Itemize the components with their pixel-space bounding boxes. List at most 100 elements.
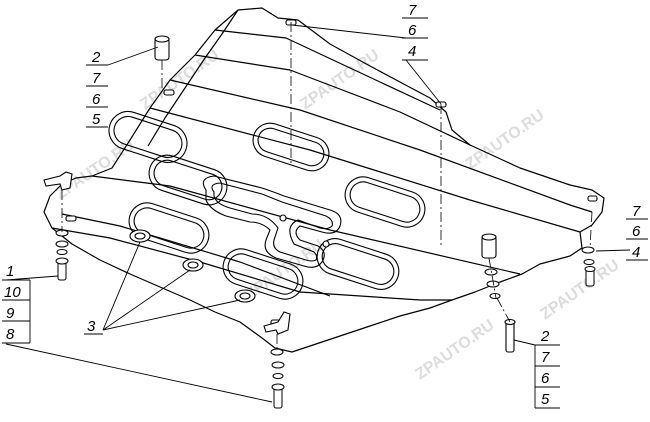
oval-cutout	[133, 207, 205, 249]
watermark: ZPAUTO.RU	[538, 257, 623, 324]
leader-3	[102, 299, 241, 331]
slot	[65, 215, 77, 222]
rear-flange	[147, 9, 239, 147]
leader-bottom	[513, 339, 536, 346]
callout-number: 10	[4, 284, 21, 301]
leader-right	[595, 249, 631, 252]
callout-number: 7	[408, 2, 417, 19]
brackets	[43, 171, 291, 335]
oval-cutout	[222, 248, 304, 300]
center-cutout	[211, 182, 333, 262]
leader-top-right	[405, 59, 442, 105]
callout-number: 3	[87, 318, 96, 335]
leader-top-right	[291, 24, 407, 39]
washer	[583, 259, 595, 265]
skid-plate	[43, 7, 605, 353]
callout-right: 7 6 4	[626, 203, 648, 261]
leader-3	[102, 269, 191, 331]
leader-left	[5, 343, 273, 403]
leader-top-left	[107, 46, 159, 66]
watermark: ZPAUTO.RU	[413, 317, 498, 384]
holes	[65, 19, 598, 326]
oval-cutout	[252, 122, 330, 172]
washer	[272, 373, 284, 379]
callout-number: 4	[632, 244, 640, 261]
spacers	[154, 35, 516, 353]
callout-number: 1	[6, 263, 14, 280]
hole	[279, 214, 287, 222]
oval-cutout	[227, 253, 299, 295]
oval-cutout	[257, 127, 325, 167]
hole	[322, 240, 330, 248]
bolt-head	[271, 383, 285, 391]
watermark: ZPAUTO.RU	[298, 47, 383, 114]
oval-cutout	[316, 238, 400, 290]
oval-cutout	[344, 176, 426, 228]
watermark: ZPAUTO.RU	[463, 107, 548, 174]
fasteners	[55, 229, 596, 409]
cutouts	[108, 110, 426, 300]
callout-number: 7	[92, 70, 101, 87]
axis-lines	[61, 22, 593, 350]
callout-number: 7	[632, 203, 641, 220]
washer	[270, 348, 284, 356]
mount-boss	[187, 261, 199, 269]
callout-left: 1 10 9 8	[2, 263, 31, 344]
mount-boss	[239, 292, 251, 300]
fold-line	[149, 107, 581, 233]
fold-line	[194, 54, 471, 146]
front-left-bracket	[43, 171, 73, 191]
fold-line	[214, 29, 441, 111]
callout-pointer: 3	[84, 318, 103, 335]
oval-cutout	[321, 243, 395, 285]
watermark: ZPAUTO.RU	[53, 137, 138, 204]
mount-boss	[134, 232, 146, 240]
axis-line	[496, 297, 511, 323]
oval-cutout	[108, 110, 188, 164]
callout-number: 6	[408, 22, 417, 39]
front-fold	[51, 227, 452, 301]
callout-number: 5	[541, 391, 550, 408]
callout-number: 5	[92, 111, 101, 128]
callout-number: 7	[541, 349, 550, 366]
leader-3	[102, 241, 141, 331]
washer	[271, 361, 285, 369]
leader-left	[5, 275, 59, 281]
callout-top-right: 7 6 4	[402, 2, 428, 61]
fold-line	[91, 175, 521, 275]
washer	[56, 249, 68, 255]
bolt-head	[55, 257, 69, 265]
leader-lines	[5, 24, 631, 403]
oval-cutout	[349, 181, 421, 223]
front-mid-bracket	[263, 311, 291, 335]
spacer-right	[481, 233, 497, 241]
callout-number: 2	[540, 328, 550, 345]
callout-top-left: 2 7 6 5	[86, 49, 108, 128]
callout-number: 6	[541, 370, 550, 387]
washer	[581, 246, 595, 254]
callout-number: 6	[632, 223, 641, 240]
slot	[587, 195, 598, 202]
oval-cutout	[153, 159, 223, 201]
callout-number: 8	[6, 326, 15, 343]
oval-cutout	[113, 115, 183, 159]
bolt-bottom	[505, 321, 515, 353]
oval-cutout	[148, 154, 228, 206]
slot	[163, 89, 175, 96]
bolt-head	[584, 266, 596, 272]
callout-number: 6	[92, 91, 101, 108]
center-cutout	[202, 175, 342, 268]
front-edge-inner	[61, 213, 331, 297]
callout-number: 2	[91, 49, 101, 66]
callout-number: 9	[6, 305, 15, 322]
watermark: ZPAUTO.RU	[138, 47, 223, 114]
callout-number: 4	[408, 43, 416, 60]
spacer-top	[154, 35, 170, 43]
watermarks: ZPAUTO.RU ZPAUTO.RU ZPAUTO.RU ZPAUTO.RU …	[53, 47, 623, 384]
washer	[484, 268, 498, 276]
plate-outline	[43, 7, 605, 353]
washer	[55, 240, 69, 248]
callout-bottom: 2 7 6 5	[534, 328, 560, 409]
